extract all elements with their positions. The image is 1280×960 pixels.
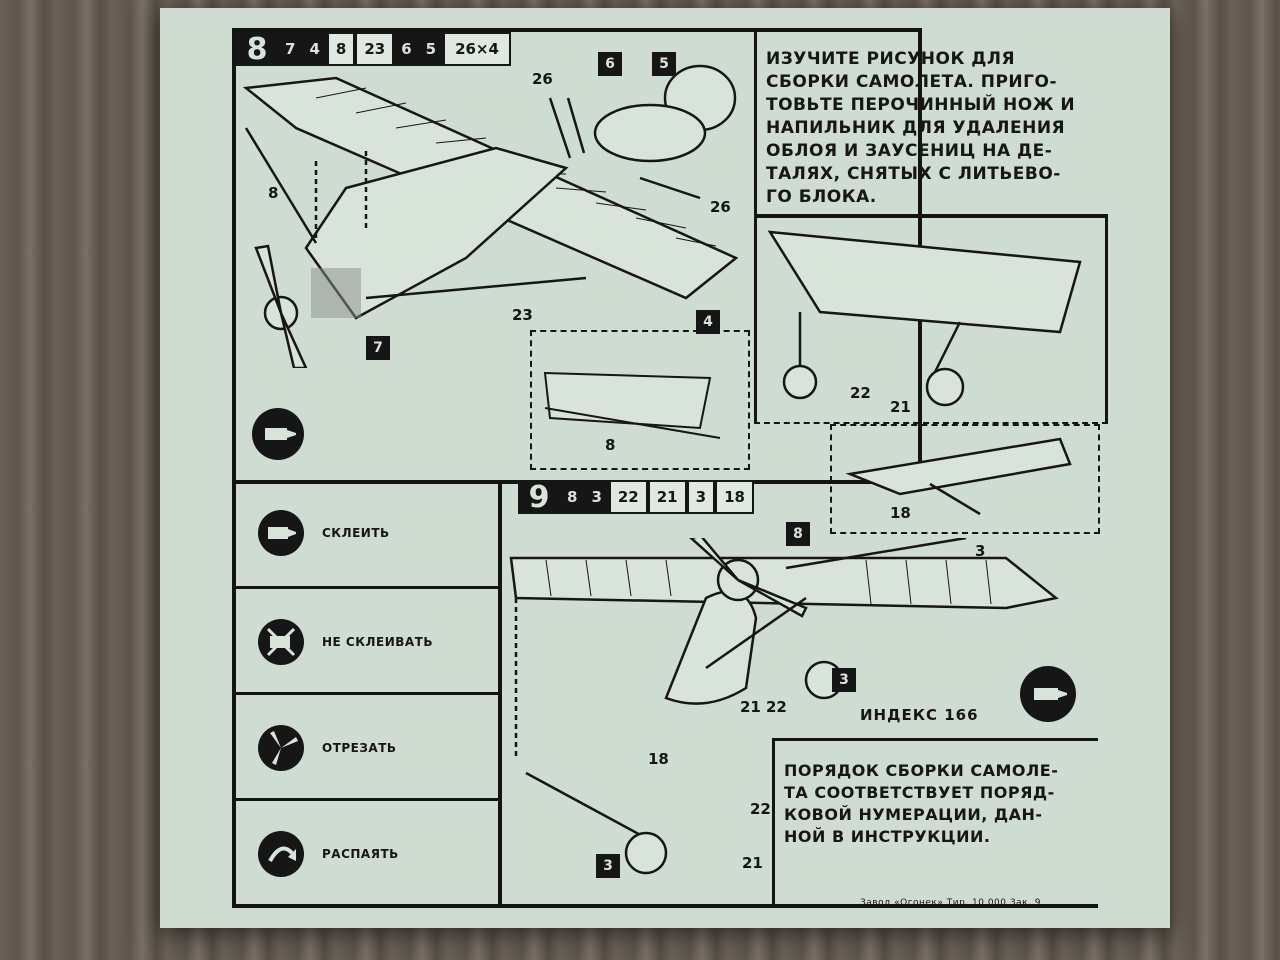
- stabilizer-drawing: [548, 64, 737, 200]
- label-18: 18: [648, 750, 669, 768]
- gear-detail-drawing: [767, 230, 1082, 407]
- step8-part: 6: [394, 32, 419, 66]
- legend-label: НЕ СКЛЕИВАТЬ: [322, 635, 434, 649]
- step9-header: 9 8 3 22 21 3 18: [518, 480, 754, 515]
- legend-panel: СКЛЕИТЬ НЕ СКЛЕИВАТЬ ОТРЕЗАТЬ РАСПАЯТЬ: [232, 480, 502, 908]
- index-label: ИНДЕКС 166: [860, 706, 979, 724]
- glue-tube-icon: [252, 408, 304, 460]
- step8-number: 8: [236, 32, 278, 67]
- label-21: 21: [740, 698, 761, 716]
- label-26: 26: [532, 70, 553, 88]
- tag-7: 7: [366, 336, 390, 360]
- study-instructions: ИЗУЧИТЕ РИСУНОК ДЛЯ СБОРКИ САМОЛЕТА. ПРИ…: [766, 48, 1106, 209]
- step8-part: 5: [418, 32, 444, 66]
- step8-header: 8 7 4 8 23 6 5 26×4: [236, 32, 511, 67]
- label-22: 22: [750, 800, 771, 818]
- order-line: ТА СООТВЕТСТВУЕТ ПОРЯД-: [784, 783, 1055, 802]
- step9-panel: [498, 480, 1098, 908]
- label-23: 23: [512, 306, 533, 324]
- order-line: НОЙ В ИНСТРУКЦИИ.: [784, 827, 991, 846]
- label-22: 22: [766, 698, 787, 716]
- tag-4: 4: [696, 310, 720, 334]
- order-line: ПОРЯДОК СБОРКИ САМОЛЕ-: [784, 761, 1059, 780]
- study-line: НАПИЛЬНИК ДЛЯ УДАЛЕНИЯ: [766, 118, 1066, 138]
- label-22: 22: [850, 384, 871, 402]
- step9-part: 3: [584, 480, 609, 514]
- step8-part: 26×4: [443, 32, 511, 66]
- step9-part: 22: [608, 480, 648, 514]
- study-line: СБОРКИ САМОЛЕТА. ПРИГО-: [766, 72, 1058, 92]
- tail-skid-drawing: [845, 437, 1072, 516]
- tail-skid-detail-box: [830, 424, 1100, 534]
- step9-part: 3: [686, 480, 716, 514]
- glue-tube-icon: [1020, 666, 1076, 722]
- solder-icon: [258, 831, 304, 877]
- label-3: 3: [975, 542, 986, 560]
- label-8: 8: [268, 184, 279, 202]
- order-line: КОВОЙ НУМЕРАЦИИ, ДАН-: [784, 805, 1043, 824]
- study-line: ОБЛОЯ И ЗАУСЕНИЦ НА ДЕ-: [766, 141, 1053, 161]
- legend-row-no-glue: НЕ СКЛЕИВАТЬ: [236, 586, 498, 692]
- label-8: 8: [605, 436, 616, 454]
- study-line: ИЗУЧИТЕ РИСУНОК ДЛЯ: [766, 49, 1016, 69]
- tag-5: 5: [652, 52, 676, 76]
- step9-part: 21: [647, 480, 687, 514]
- step8-part: 23: [355, 32, 395, 66]
- detail-4-box: [530, 330, 750, 470]
- step9-number: 9: [518, 480, 560, 515]
- label-26: 26: [710, 198, 731, 216]
- legend-row-glue: СКЛЕИТЬ: [236, 480, 498, 586]
- detail-4-drawing: [543, 371, 721, 439]
- step9-part: 18: [715, 480, 754, 514]
- tag-3: 3: [596, 854, 620, 878]
- legend-row-solder: РАСПАЯТЬ: [236, 798, 498, 904]
- study-line: ГО БЛОКА.: [766, 187, 877, 207]
- tag-3: 3: [832, 668, 856, 692]
- cut-icon: [258, 725, 304, 771]
- tag-8: 8: [786, 522, 810, 546]
- order-text-panel: [772, 738, 1098, 908]
- step9-part: 8: [560, 480, 585, 514]
- label-18: 18: [890, 504, 911, 522]
- legend-label: СКЛЕИТЬ: [322, 526, 390, 540]
- legend-row-cut: ОТРЕЗАТЬ: [236, 692, 498, 798]
- step9-airplane-drawing: [509, 538, 1059, 875]
- legend-label: ОТРЕЗАТЬ: [322, 741, 397, 755]
- study-line: ТОВЬТЕ ПЕРОЧИННЫЙ НОЖ И: [766, 95, 1076, 115]
- label-21: 21: [742, 854, 763, 872]
- instruction-sheet: 8 7 4 8 23 6 5 26×4: [160, 8, 1170, 928]
- tag-6: 6: [598, 52, 622, 76]
- step8-part: 4: [302, 32, 327, 66]
- step8-part: 8: [326, 32, 356, 66]
- order-instructions: ПОРЯДОК СБОРКИ САМОЛЕ- ТА СООТВЕТСТВУЕТ …: [784, 760, 1094, 848]
- label-21: 21: [890, 398, 911, 416]
- gear-detail-panel: [754, 214, 1108, 424]
- step8-part: 7: [278, 32, 303, 66]
- glue-tube-icon: [258, 510, 304, 556]
- step8-airplane-drawing: [242, 76, 739, 368]
- legend-label: РАСПАЯТЬ: [322, 847, 399, 861]
- study-line: ТАЛЯХ, СНЯТЫХ С ЛИТЬЕВО-: [766, 164, 1061, 184]
- no-glue-icon: [258, 619, 304, 665]
- footer-imprint: Завод «Огонек» Тир. 10 000 Зак. 9: [860, 898, 1042, 908]
